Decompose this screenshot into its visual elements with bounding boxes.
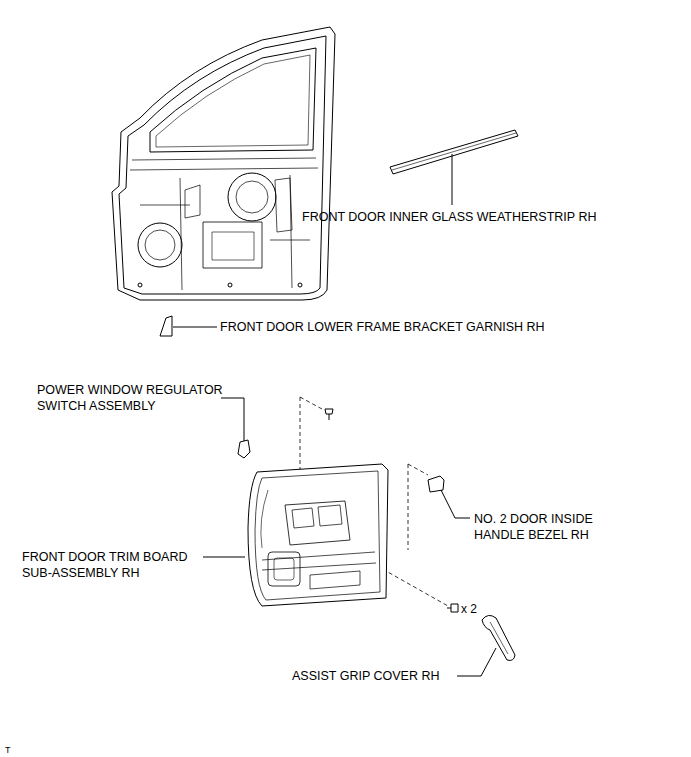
window-switch: [221, 398, 250, 458]
leader-line: [173, 327, 217, 328]
figure-code: T: [5, 742, 25, 757]
part-label: POWER WINDOW REGULATOR SWITCH ASSEMBLY: [37, 382, 229, 414]
part-label: FRONT DOOR INNER GLASS WEATHERSTRIP RH: [302, 209, 682, 225]
part-label: NO. 2 DOOR INSIDE HANDLE BEZEL RH: [474, 511, 634, 543]
quantity-label: x 2: [461, 601, 501, 617]
part-label: ASSIST GRIP COVER RH: [292, 668, 462, 684]
handle-bezel: [428, 476, 470, 518]
weatherstrip: [390, 130, 518, 205]
door-trim-board: [203, 464, 388, 606]
part-label: FRONT DOOR TRIM BOARD SUB-ASSEMBLY RH: [22, 549, 210, 581]
front-door-panel: [112, 27, 335, 300]
assist-grip-cover: [457, 615, 515, 676]
bracket-garnish: [160, 316, 172, 336]
part-label: FRONT DOOR LOWER FRAME BRACKET GARNISH R…: [220, 319, 660, 335]
